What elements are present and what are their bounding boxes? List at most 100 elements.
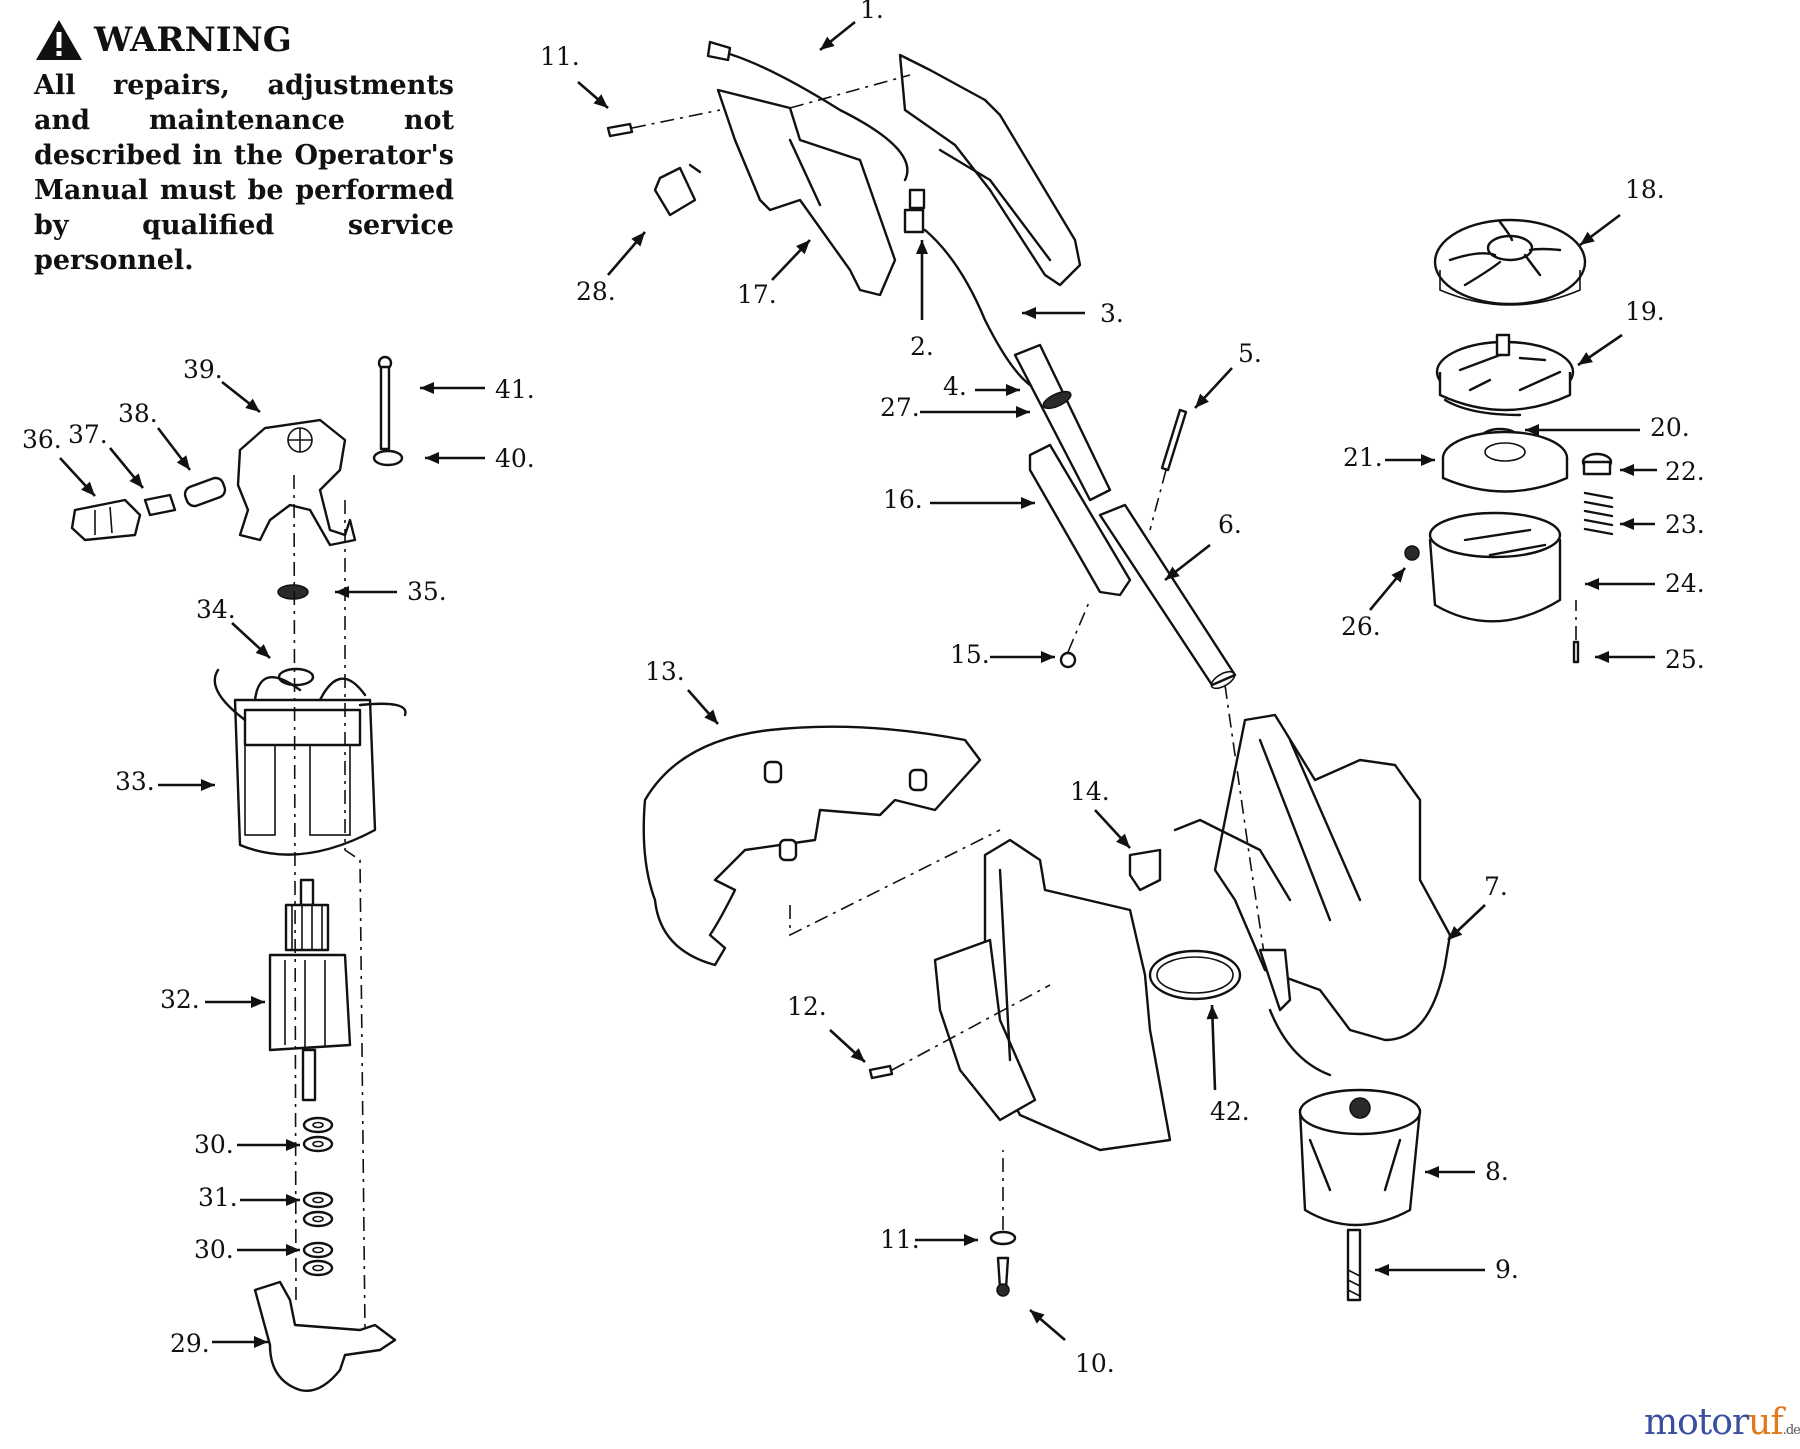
arrowhead-p21 [1421,454,1435,466]
part-handle-right [898,53,1082,287]
arrowhead-p34 [255,644,270,658]
washer-stack [302,1116,334,1277]
leader-arrow-p42 [1210,1004,1217,1091]
arrowhead-p33 [201,779,215,791]
part-8-motor [1258,948,1422,1227]
arrowhead-p25 [1595,651,1609,663]
part-label-p27: 27. [880,393,920,422]
arrowhead-p1 [820,36,835,50]
part-4-tube [1013,343,1112,502]
part-23-spring [1583,491,1614,536]
part-11-washer-bottom [989,1230,1017,1246]
part-label-p8: 8. [1485,1157,1509,1186]
part-26-ball [1404,545,1420,561]
part-29-lower-bracket [253,1280,397,1392]
arrowhead-p22 [1620,464,1634,476]
part-label-p13: 13. [645,657,685,686]
arrowhead-p13 [704,709,718,724]
arrowhead-p9 [1375,1264,1389,1276]
part-label-p12: 12. [787,992,827,1021]
arrowhead-p16 [1021,497,1035,509]
part-label-p23: 23. [1665,510,1705,539]
arrowhead-p32 [251,996,265,1008]
part-label-p14: 14. [1070,777,1110,806]
arrowhead-p27 [1016,406,1030,418]
arrowhead-p41 [420,382,434,394]
housing-left-half [933,838,1172,1152]
arrowhead-p12 [850,1048,865,1062]
warning-text: All repairs, adjustments and maintenance… [34,70,454,276]
part-22-knob [1581,452,1613,476]
part-1-cord [713,48,909,182]
arrowhead-p29 [254,1336,268,1348]
brand-name-b: uf [1748,1402,1784,1443]
part-label-p41: 41. [495,375,535,404]
part-label-p3: 3. [1100,299,1124,328]
part-label-p37: 37. [68,420,108,449]
part-24-cup [1428,511,1562,623]
arrowhead-p18 [1580,231,1595,245]
part-label-p2: 2. [910,332,934,361]
part-11-screw-top [606,122,634,138]
brand-name-a: motor [1644,1402,1749,1443]
part-37-clip [143,493,177,517]
part-label-p4: 4. [943,372,967,401]
part-38-tube [183,476,227,508]
arrowhead-p19 [1578,352,1593,365]
part-17-handle-left [716,88,897,297]
part-41-bolt [377,355,393,451]
part-label-p11b: 11. [880,1225,920,1254]
part-label-p35: 35. [407,577,447,606]
arrowhead-p10 [1030,1310,1045,1324]
part-label-p42: 42. [1210,1097,1250,1126]
part-label-p33: 33. [115,767,155,796]
warning-notice: WARNING All repairs, adjustments and mai… [34,18,454,278]
brand-logo: motoruf.de [1644,1402,1800,1443]
part-21-hub [1441,430,1569,493]
part-label-p30b: 30. [194,1235,234,1264]
arrowhead-p30b [286,1244,300,1256]
arrowhead-p20 [1525,424,1539,436]
part-label-p25: 25. [1665,645,1705,674]
arrowhead-p8 [1425,1166,1439,1178]
part-label-p34: 34. [196,595,236,624]
arrowhead-p39 [245,398,260,412]
part-label-p17: 17. [737,280,777,309]
arrowhead-p24 [1585,578,1599,590]
part-label-p38: 38. [118,399,158,428]
part-label-p16: 16. [883,485,923,514]
part-label-p40: 40. [495,444,535,473]
part-15-nut [1059,651,1077,669]
arrowhead-p2 [916,240,928,254]
part-3-upper-shaft [923,228,1032,387]
part-label-p30a: 30. [194,1130,234,1159]
part-28-clip [653,163,702,217]
part-label-p15: 15. [950,640,990,669]
part-25-pin [1572,640,1580,664]
arrowhead-p14 [1116,833,1130,848]
arrowhead-p7 [1448,926,1463,940]
brand-suffix: .de [1782,1423,1800,1438]
part-label-p18: 18. [1625,175,1665,204]
arrowhead-p23 [1620,518,1634,530]
part-16-clamp [1028,443,1132,597]
arrowhead-p37 [129,473,143,488]
part-label-p26: 26. [1341,612,1381,641]
part-label-p20: 20. [1650,413,1690,442]
part-5-screw [1160,408,1188,472]
warning-triangle-icon [36,20,82,60]
arrowhead-p15 [1041,651,1055,663]
warning-title-row: WARNING [34,18,454,62]
part-label-p32: 32. [160,985,200,1014]
part-14-clip [1128,848,1162,892]
part-42-ring [1148,949,1242,1001]
part-labels: 1.2.3.4.5.6.7.8.9.10.11.11.12.13.14.15.1… [22,0,1705,1378]
part-2-connector [903,208,925,234]
warning-title: WARNING [94,20,292,60]
part-label-p11a: 11. [540,42,580,71]
part-label-p24: 24. [1665,569,1705,598]
arrowhead-p36 [81,481,95,496]
part-label-p10: 10. [1075,1349,1115,1378]
arrowhead-p11a [593,94,608,108]
